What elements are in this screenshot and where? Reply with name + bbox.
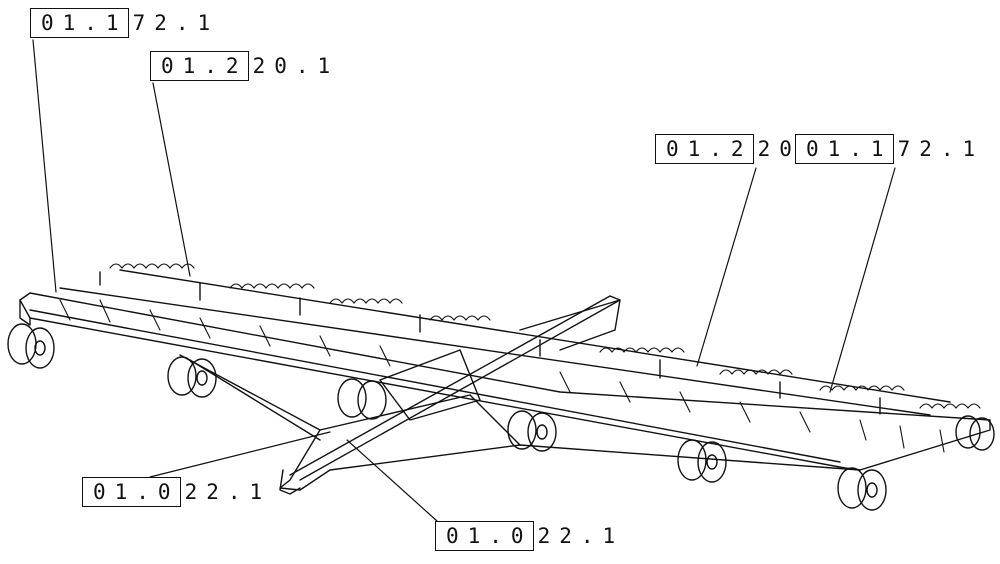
leader-c2 [152, 82, 191, 277]
callout-c1-boxed: 01.1 [30, 8, 129, 38]
callout-c4-boxed: 01.1 [795, 134, 894, 164]
callout-c5-rest: 22.1 [184, 480, 272, 504]
toolbar-frame [19, 269, 991, 471]
wheel-rear-end [955, 415, 995, 451]
callout-c4-rest: 72.1 [897, 137, 985, 161]
callout-c2-rest: 20.1 [252, 54, 340, 78]
wheel-left-2 [167, 356, 217, 398]
leader-c3 [696, 167, 757, 367]
callout-c1-rest: 72.1 [132, 11, 220, 35]
callout-c6-rest: 22.1 [537, 524, 625, 548]
wheel-center [337, 378, 387, 420]
callout-c5-boxed: 01.0 [82, 477, 181, 507]
wheels [7, 323, 995, 511]
leader-c6 [346, 439, 438, 522]
callout-c2-boxed: 01.2 [150, 51, 249, 81]
wheel-right-3 [837, 467, 887, 511]
leader-lines [32, 39, 896, 522]
hitch-drawbar [179, 295, 861, 495]
wheel-front-left [7, 323, 55, 369]
leader-c4 [829, 167, 896, 393]
callout-c6-boxed: 01.0 [435, 521, 534, 551]
callout-c3-boxed: 01.2 [655, 134, 754, 164]
leader-c5 [149, 431, 331, 478]
leader-c1 [32, 39, 57, 293]
wheel-right-1 [507, 410, 557, 452]
tine-assemblies [59, 263, 981, 453]
wheel-right-2 [677, 439, 727, 483]
